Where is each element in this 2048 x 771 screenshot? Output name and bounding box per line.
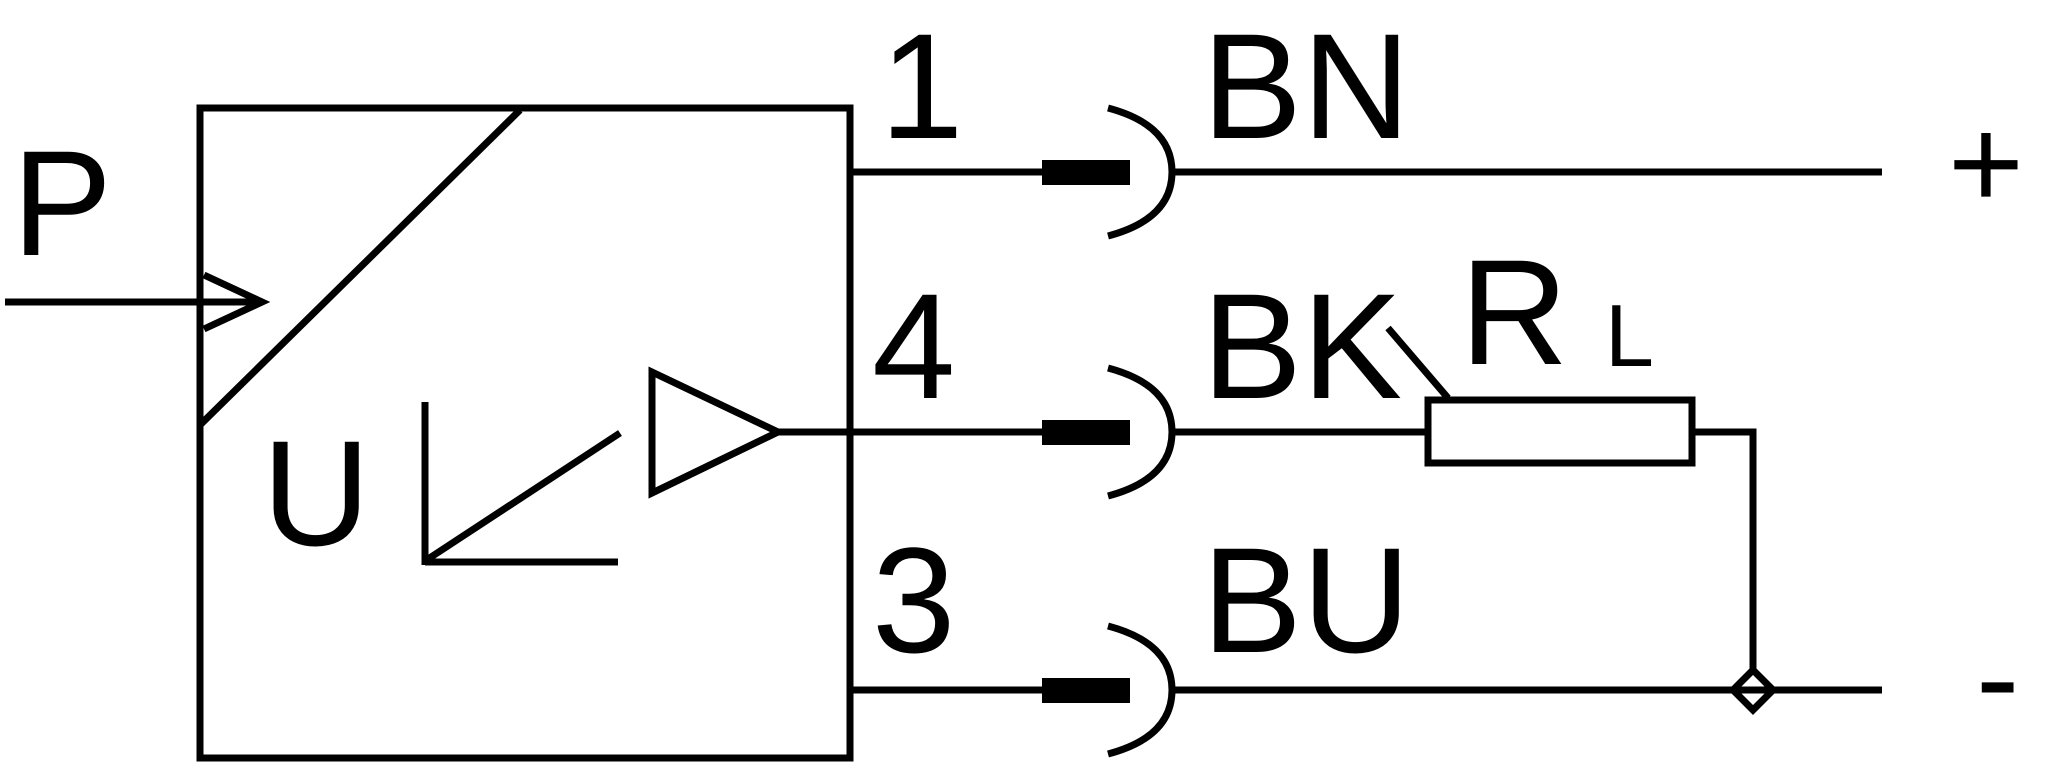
wire-label-bu: BU <box>1202 516 1410 684</box>
wire-label-bk: BK <box>1202 262 1402 430</box>
junction-node <box>1728 665 1778 715</box>
load-resistor <box>1424 396 1696 467</box>
resistor-return-wire <box>1692 428 1757 672</box>
pin-label-3: 3 <box>872 516 955 684</box>
plug-pin1 <box>1042 160 1130 185</box>
output-symbol-slope <box>426 430 622 562</box>
supply-positive-label: + <box>1948 90 2024 236</box>
pin-label-1: 1 <box>880 2 963 170</box>
amplifier-triangle <box>648 366 787 499</box>
wire-label-bn: BN <box>1202 2 1410 170</box>
resistor-label: R <box>1460 228 1568 396</box>
supply-negative-label: - <box>1976 604 2019 750</box>
pin-label-4: 4 <box>872 262 955 430</box>
output-symbol-label: U <box>262 409 370 577</box>
transducer-diagonal <box>197 107 523 428</box>
plug-pin4 <box>1042 420 1130 445</box>
resistor-subscript: L <box>1605 286 1654 385</box>
input-arrow <box>202 271 271 333</box>
input-label: P <box>12 119 112 287</box>
resistor-label-pointer <box>1385 325 1451 401</box>
plug-pin3 <box>1042 678 1130 703</box>
